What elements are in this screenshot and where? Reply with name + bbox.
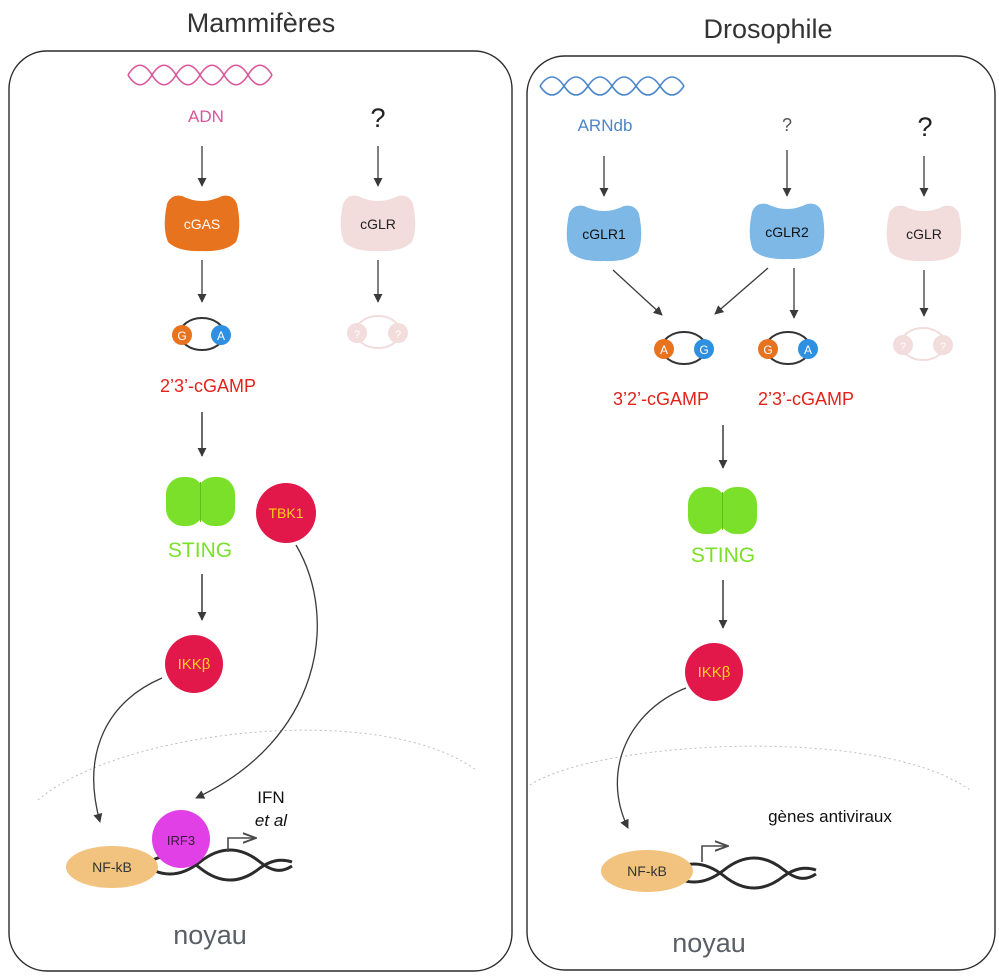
cglr1-label: cGLR1 [582, 226, 626, 242]
left-panel: Mammifères ADN ? cGAS cGLR G A [8, 8, 513, 972]
dna-helix-icon [127, 64, 273, 86]
transcription-start-arrow [227, 838, 256, 852]
right-nucleus-label: noyau [672, 928, 746, 958]
3-2-cgamp-molecule-icon: A G [654, 331, 714, 365]
tbk1-kinase [256, 483, 316, 543]
cglr2-enzyme-shape [749, 203, 825, 260]
cglr2-label: cGLR2 [765, 224, 809, 240]
nucleotide-a-right: A [660, 343, 668, 357]
target-genes-label: gènes antiviraux [768, 807, 892, 826]
arrow-cglr2-to-3-2-cgamp [714, 267, 769, 315]
nucleotide-g: G [177, 329, 186, 343]
target-gene-etal: et al [255, 811, 288, 830]
nucleus-envelope-right [529, 745, 971, 791]
2-3-cgamp-label: 2’3’-cGAMP [758, 389, 854, 409]
unknown-product-icon: ? ? [347, 315, 408, 349]
sting-right-label: STING [691, 544, 755, 567]
arrow-ikkb-to-nfkb [93, 677, 163, 823]
sting-dimer-icon [166, 477, 235, 526]
arrow-cglr1-to-3-2-cgamp [612, 269, 663, 316]
ikkb-label: IKKβ [178, 656, 211, 673]
nucleus-envelope [37, 729, 477, 801]
cgamp-molecule-icon: G A [172, 317, 231, 351]
cgamp-label: 2’3’-cGAMP [160, 376, 256, 396]
nfkb-right-label: NF-kB [627, 863, 667, 879]
cglr-label: cGLR [360, 216, 396, 232]
cgas-label: cGAS [184, 216, 221, 232]
ikkb-kinase-right [685, 643, 743, 701]
nfkb-factor-right [601, 850, 693, 892]
2-3-cgamp-molecule-icon: G A [758, 331, 818, 365]
chromatin-dna-right-icon [663, 856, 817, 890]
cglr1-enzyme-shape [566, 205, 642, 262]
ikkb-right-label: IKKβ [698, 664, 731, 681]
nucleotide-g-right-2: G [763, 343, 772, 357]
rna-helix-icon [539, 76, 685, 96]
3-2-cgamp-label: 3’2’-cGAMP [613, 389, 709, 409]
nfkb-factor [66, 846, 158, 888]
arrow-tbk1-to-irf3 [195, 544, 318, 799]
unknown-nucleotide-2: ? [395, 329, 401, 341]
dna-label: ADN [188, 107, 224, 126]
arrow-ikkb-to-nfkb-right [616, 687, 687, 829]
unknown-product-right-icon: ? ? [893, 327, 953, 361]
tbk1-label: TBK1 [268, 505, 303, 521]
target-gene-ifn: IFN [257, 788, 284, 807]
unknown-ligand-large: ? [917, 112, 932, 142]
right-panel: Drosophile ARNdb ? ? cGLR1 cGLR2 cGLR [526, 14, 996, 971]
nucleotide-a-right-2: A [804, 343, 812, 357]
left-nucleus-label: noyau [173, 920, 247, 950]
nucleotide-g-right: G [699, 343, 708, 357]
right-title: Drosophile [703, 14, 832, 44]
sting-dimer-right-icon [688, 487, 757, 534]
nfkb-label: NF-kB [92, 859, 132, 875]
unknown-nucleotide-r1: ? [900, 341, 906, 353]
ikkb-kinase [165, 635, 223, 693]
cglr-enzyme-shape [340, 195, 416, 252]
cglr-faded-enzyme-shape [886, 205, 962, 262]
unknown-ligand-label: ? [370, 103, 385, 133]
unknown-nucleotide-1: ? [354, 329, 360, 341]
rna-label: ARNdb [578, 116, 633, 135]
nucleotide-a: A [217, 329, 225, 343]
left-title: Mammifères [187, 8, 336, 38]
unknown-ligand-small: ? [782, 115, 792, 135]
right-cell-outline [526, 55, 996, 971]
unknown-nucleotide-r2: ? [940, 341, 946, 353]
irf3-label: IRF3 [167, 833, 195, 848]
irf3-factor [152, 810, 210, 868]
left-cell-outline [8, 50, 513, 972]
cgas-enzyme-shape [164, 195, 240, 252]
transcription-start-arrow-right [701, 846, 728, 862]
sting-label: STING [168, 539, 232, 562]
cglr-faded-label: cGLR [906, 226, 942, 242]
